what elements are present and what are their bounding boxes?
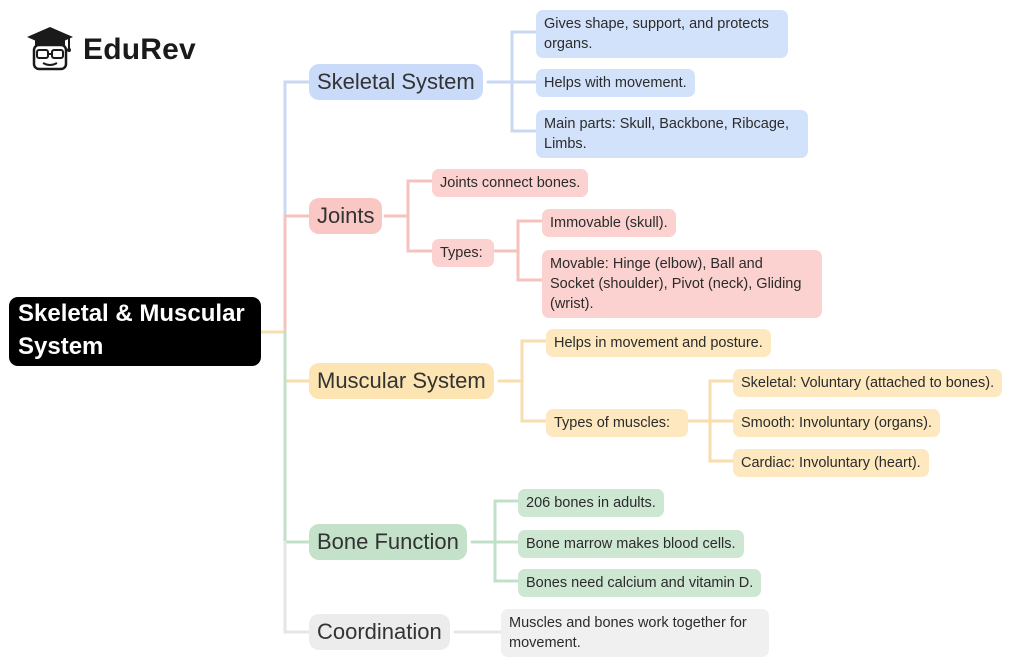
skeletal-item-shape-line2: organs. — [544, 36, 593, 52]
skeletal-item-parts-line2: Limbs. — [544, 136, 587, 152]
branch-coordination: Coordination — [309, 614, 450, 650]
root-label-line1: Skeletal & Muscular — [18, 300, 245, 327]
joints-type-immovable: Immovable (skull). — [542, 209, 676, 237]
joints-type-movable-line2: Socket (shoulder), Pivot (neck), Gliding — [550, 276, 802, 292]
joints-type-movable: Movable: Hinge (elbow), Ball and Socket … — [542, 250, 822, 318]
root-node: Skeletal & Muscular System — [9, 297, 261, 366]
joints-connect: Joints connect bones. — [432, 169, 589, 197]
skeletal-item-movement: Helps with movement. — [536, 69, 695, 97]
bone-item-count: 206 bones in adults. — [518, 489, 664, 517]
branch-joints: Joints — [309, 198, 383, 234]
skeletal-item-shape: Gives shape, support, and protects organ… — [536, 10, 788, 58]
edurev-logo[interactable]: EduRev — [23, 23, 223, 71]
muscular-helps: Helps in movement and posture. — [546, 329, 771, 357]
muscular-types-label: Types of muscles: — [546, 409, 688, 437]
joints-type-movable-line1: Movable: Hinge (elbow), Ball and — [550, 256, 763, 272]
branch-skeletal-system: Skeletal System — [309, 64, 483, 100]
joints-type-immovable-line1: Immovable (skull). — [550, 215, 668, 231]
root-label-line2: System — [18, 333, 104, 360]
coordination-detail: Muscles and bones work together for move… — [501, 609, 769, 657]
skeletal-item-parts-line1: Main parts: Skull, Backbone, Ribcage, — [544, 116, 790, 132]
branch-bone-function: Bone Function — [309, 524, 467, 560]
bone-item-marrow: Bone marrow makes blood cells. — [518, 530, 744, 558]
joints-types-label: Types: — [432, 239, 494, 267]
coordination-detail-line1: Muscles and bones work together for — [509, 615, 747, 631]
coordination-detail-line2: movement. — [509, 635, 581, 651]
muscle-type-smooth: Smooth: Involuntary (organs). — [733, 409, 941, 437]
branch-muscular-system: Muscular System — [309, 363, 494, 399]
skeletal-item-shape-line1: Gives shape, support, and protects — [544, 16, 769, 32]
brand-name: EduRev — [83, 33, 196, 66]
muscle-type-cardiac: Cardiac: Involuntary (heart). — [733, 449, 929, 477]
skeletal-item-movement-line1: Helps with movement. — [544, 75, 687, 91]
bone-item-calcium: Bones need calcium and vitamin D. — [518, 569, 762, 597]
joints-type-movable-line3: (wrist). — [550, 296, 594, 312]
mascot-graduation-cap-icon — [27, 27, 73, 71]
skeletal-item-parts: Main parts: Skull, Backbone, Ribcage, Li… — [536, 110, 808, 158]
muscle-type-skeletal: Skeletal: Voluntary (attached to bones). — [733, 369, 1003, 397]
